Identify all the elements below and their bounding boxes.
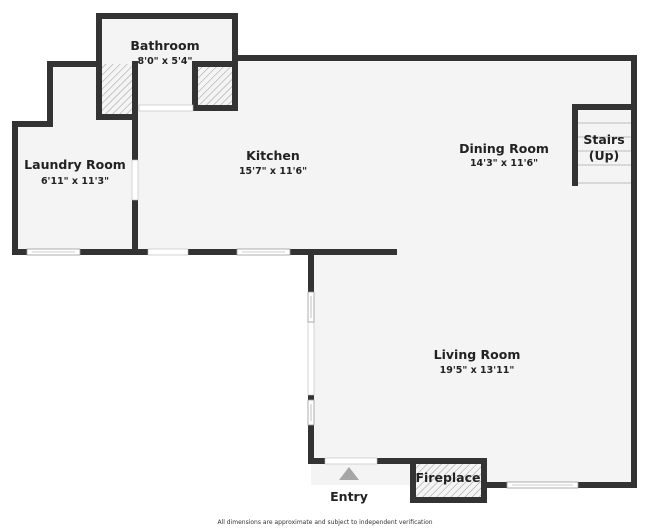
- window: [506, 481, 579, 489]
- living-label: Living Room: [434, 347, 521, 362]
- stairs-label: Stairs: [583, 132, 624, 147]
- dining-dims: 14'3" x 11'6": [470, 158, 538, 169]
- bathroom-label: Bathroom: [130, 38, 199, 53]
- entry-door: [324, 457, 378, 465]
- bathroom-closet-right: [195, 64, 235, 108]
- kitchen-dims: 15'7" x 11'6": [239, 166, 307, 177]
- living-dims: 19'5" x 13'11": [440, 365, 515, 376]
- laundry-dims: 6'11" x 11'3": [41, 176, 109, 187]
- entry-arrow-icon: [339, 467, 359, 480]
- kitchen-label: Kitchen: [246, 148, 300, 163]
- window: [307, 291, 315, 323]
- bathroom-closet-left: [99, 64, 135, 117]
- bathroom-dims: 8'0" x 5'4": [138, 56, 193, 67]
- fireplace-label: Fireplace: [415, 470, 480, 485]
- floor-area: [15, 16, 634, 485]
- stairs-label-up: (Up): [589, 148, 620, 163]
- fireplace: [413, 461, 484, 500]
- window: [307, 399, 315, 426]
- window: [236, 248, 291, 256]
- living-opening: [307, 321, 315, 396]
- laundry-doorway: [131, 159, 139, 201]
- bathroom-doorway: [138, 104, 194, 112]
- dining-label: Dining Room: [459, 141, 549, 156]
- laundry-label: Laundry Room: [24, 157, 126, 172]
- window: [26, 248, 81, 256]
- stairs: [575, 107, 634, 184]
- kitchen-doorway: [147, 248, 189, 256]
- walls: [12, 13, 637, 503]
- footer-disclaimer: All dimensions are approximate and subje…: [217, 519, 432, 526]
- entry-label: Entry: [330, 489, 368, 504]
